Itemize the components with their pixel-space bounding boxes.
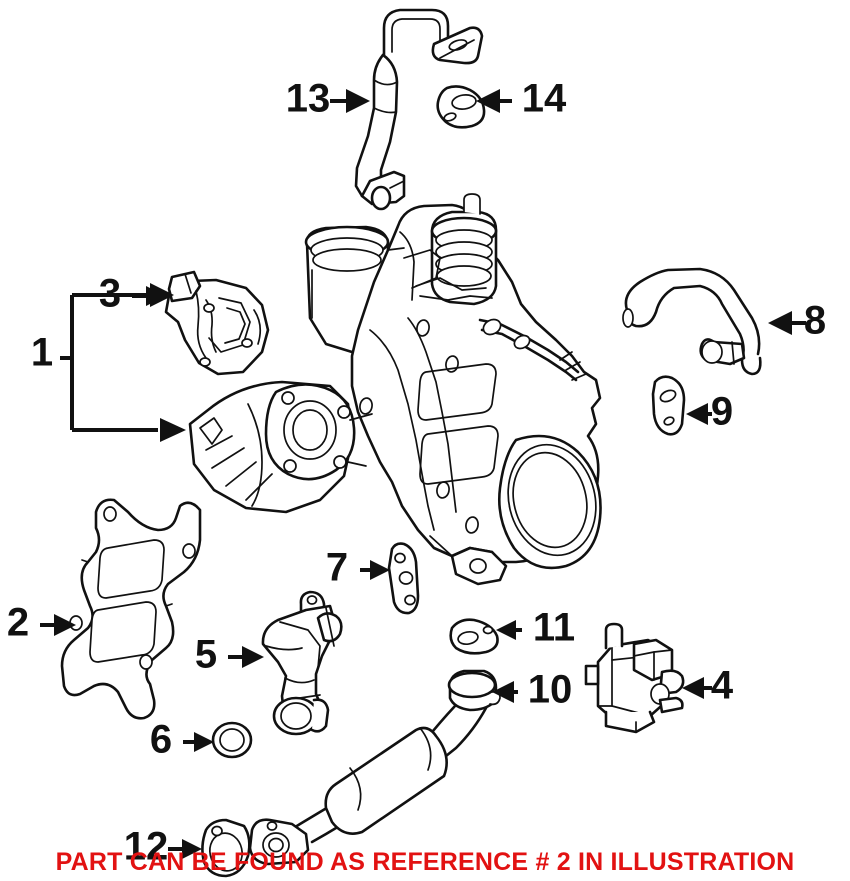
part-coolant-return-pipe	[261, 590, 343, 736]
leader-1	[60, 283, 186, 442]
leader-5	[228, 646, 264, 668]
callout-label-6: 6	[150, 718, 172, 762]
part-three-hole-gasket	[387, 542, 420, 615]
part-coolant-line-gasket	[651, 375, 686, 436]
callout-label-2: 2	[7, 601, 29, 645]
part-oil-feed-pipe	[354, 8, 484, 211]
leader-10	[492, 681, 518, 703]
part-oil-return-gasket	[449, 618, 499, 655]
callout-label-13: 13	[286, 77, 331, 121]
part-turbo-manifold-gasket	[60, 498, 202, 720]
part-o-ring-seal	[211, 721, 253, 759]
leader-2	[40, 614, 76, 636]
callout-label-12: 12	[124, 825, 169, 869]
part-oil-return-flange-gasket	[201, 818, 251, 878]
callout-label-7: 7	[326, 546, 348, 590]
leader-13	[330, 89, 370, 113]
leader-6	[183, 732, 214, 752]
leader-14	[476, 89, 512, 113]
leader-11	[496, 620, 522, 640]
callout-label-8: 8	[804, 299, 826, 343]
leader-3	[132, 286, 166, 306]
leader-12	[168, 839, 202, 859]
leader-7	[360, 560, 390, 580]
part-wastegate-actuator	[164, 270, 270, 376]
callout-label-4: 4	[711, 664, 734, 708]
callout-label-14: 14	[522, 77, 567, 121]
part-turbocharger-assembly	[188, 193, 602, 586]
callout-label-11: 11	[533, 606, 575, 650]
callout-label-10: 10	[528, 668, 573, 712]
part-coolant-feed-line	[622, 267, 762, 376]
callout-label-3: 3	[99, 272, 121, 316]
callout-label-9: 9	[711, 390, 733, 434]
leader-9	[686, 403, 712, 425]
part-boost-control-solenoid-valve	[584, 622, 685, 734]
part-oil-feed-pipe-gasket	[436, 85, 486, 129]
part-oil-return-pipe	[248, 669, 501, 866]
leader-4	[682, 677, 712, 699]
callout-label-5: 5	[195, 633, 217, 677]
callout-label-1: 1	[31, 331, 53, 375]
leader-8	[768, 311, 806, 335]
